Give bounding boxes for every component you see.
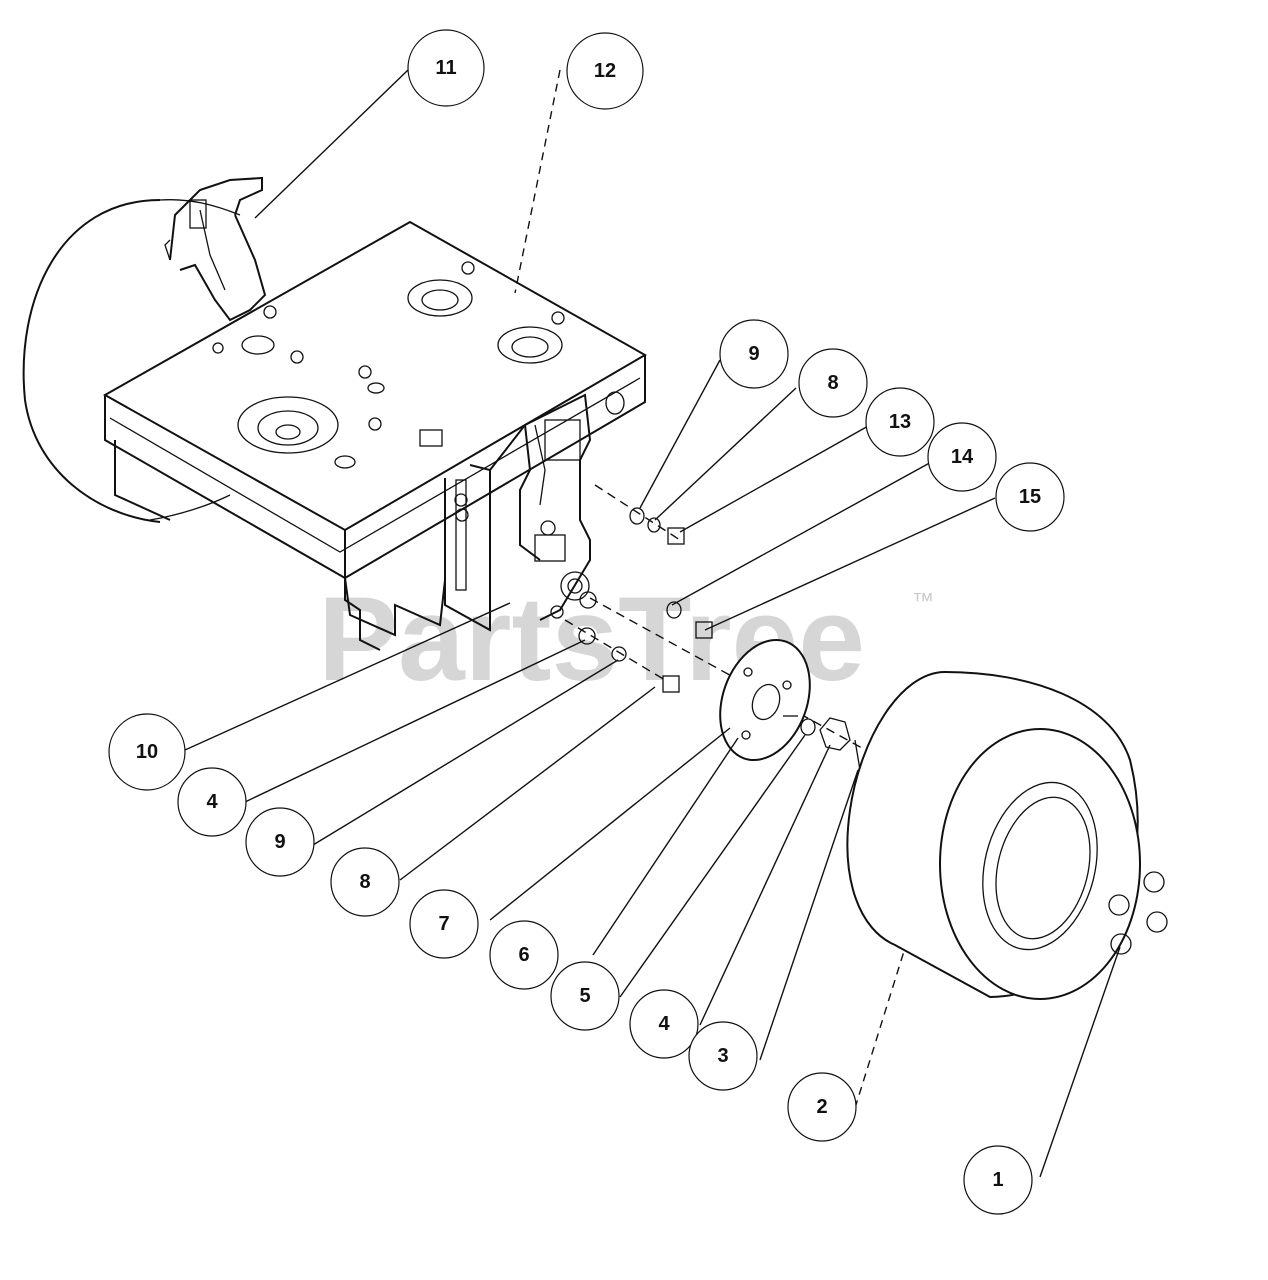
callout-label: 10	[136, 741, 158, 763]
hub-plate	[719, 638, 811, 762]
middle-hardware	[666, 601, 713, 639]
callout-8-upper: 8	[798, 348, 868, 418]
callout-4-left: 4	[177, 767, 247, 837]
frame-plate	[102, 220, 648, 651]
callout-label: 9	[748, 343, 759, 365]
callout-11: 11	[407, 29, 485, 107]
callout-label: 2	[816, 1096, 827, 1118]
callout-3: 3	[688, 1021, 758, 1091]
callout-label: 1	[992, 1169, 1003, 1191]
rear-wheel	[22, 199, 241, 523]
callout-4-right: 4	[629, 989, 699, 1059]
watermark-trademark: ™	[912, 588, 934, 613]
axle-mount-bracket	[444, 393, 597, 632]
callout-label: 3	[717, 1045, 728, 1067]
callout-14: 14	[927, 422, 997, 492]
callout-1: 1	[963, 1145, 1033, 1215]
hub-hardware	[800, 717, 861, 771]
callout-8-lower: 8	[330, 847, 400, 917]
callout-5: 5	[550, 961, 620, 1031]
lower-hardware	[578, 627, 680, 693]
callout-7: 7	[409, 889, 479, 959]
callout-label: 8	[827, 372, 838, 394]
callout-2: 2	[787, 1072, 857, 1142]
callout-label: 8	[359, 871, 370, 893]
callout-label: 13	[889, 411, 911, 433]
callout-label: 9	[274, 831, 285, 853]
callout-6: 6	[489, 920, 559, 990]
callout-9-upper: 9	[719, 319, 789, 389]
callout-12: 12	[566, 32, 644, 110]
lug-nuts	[1108, 871, 1168, 955]
callout-9-lower: 9	[245, 807, 315, 877]
upper-hardware	[629, 507, 685, 545]
callout-label: 11	[435, 57, 456, 79]
callout-label: 6	[518, 944, 529, 966]
axis-line-upper	[594, 484, 681, 541]
callout-label: 5	[579, 985, 590, 1007]
handle-bracket	[164, 176, 267, 322]
callout-13: 13	[865, 387, 935, 457]
callout-10: 10	[108, 713, 186, 791]
callout-label: 4	[658, 1013, 670, 1035]
front-tire	[846, 670, 1141, 1000]
callout-label: 4	[206, 791, 218, 813]
callout-15: 15	[995, 462, 1065, 532]
callout-label: 15	[1019, 486, 1041, 508]
leader-lines	[184, 69, 1121, 1178]
callout-label: 14	[951, 446, 974, 468]
callout-label: 12	[594, 60, 616, 82]
callout-label: 7	[438, 913, 449, 935]
